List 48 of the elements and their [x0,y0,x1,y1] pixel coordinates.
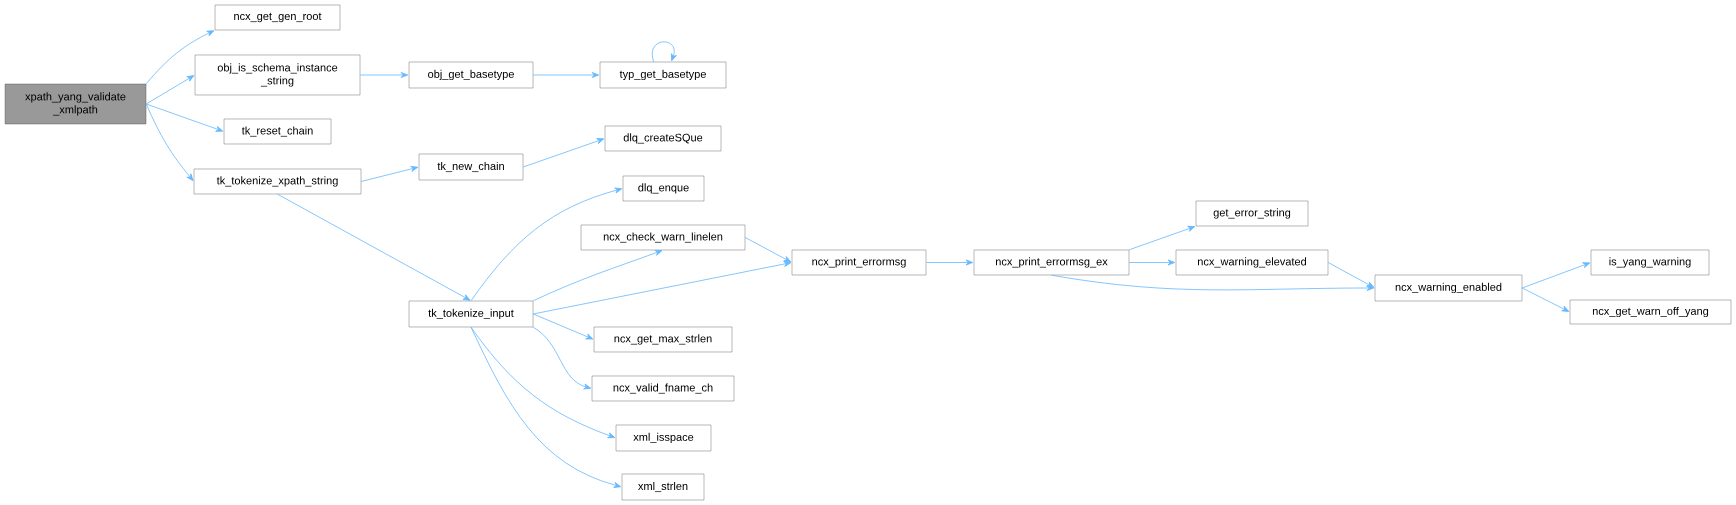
function-box: tk_tokenize_xpath_string [193,168,362,195]
arrow [1128,225,1196,251]
arrow [744,237,792,263]
function-box: tk_tokenize_input [408,300,534,328]
arrow [532,261,792,315]
arrow [470,326,616,439]
function-box: get_error_string [1195,200,1309,227]
function-box: tk_reset_chain [223,118,332,145]
arrow [145,30,215,85]
function-box: xml_isspace [615,424,712,452]
arrow [532,250,663,302]
arrow [470,326,622,488]
function-box: ncx_warning_enabled [1374,274,1523,302]
arrow [1521,287,1570,312]
arrow [1128,259,1176,266]
function-box: ncx_get_max_strlen [593,326,733,353]
arrow [145,103,224,132]
arrow [470,187,623,302]
function-box: ncx_valid_fname_ch [591,375,735,402]
arrow [145,103,194,182]
arrow [360,165,419,182]
arrow [145,75,195,105]
function-box: xpath_yang_validate _xmlpath [4,83,147,125]
function-box: ncx_print_errormsg [791,249,927,276]
function-box: dlq_createSQue [604,125,722,152]
function-box: ncx_print_errormsg_ex [973,249,1130,276]
function-box: ncx_get_gen_root [214,4,341,31]
function-box: dlq_enque [622,175,705,202]
function-box: ncx_check_warn_linelen [580,224,746,251]
arrow [532,313,594,340]
function-box: obj_get_basetype [408,61,534,89]
function-box: is_yang_warning [1590,249,1710,276]
arrow [1521,262,1591,289]
function-box: xml_strlen [621,473,705,501]
arrow [532,326,592,390]
arrow [359,72,409,78]
arrow [1051,274,1375,291]
function-box: ncx_warning_elevated [1175,249,1329,276]
function-box: obj_is_schema_instance _string [194,54,361,96]
function-box: tk_new_chain [418,153,524,181]
arrow [532,72,600,78]
arrow [277,193,471,301]
arrow [522,138,605,168]
function-box: typ_get_basetype [599,61,727,89]
arrow [651,41,677,63]
arrow [1327,262,1375,288]
arrow [925,259,974,266]
function-box: ncx_get_warn_off_yang [1569,299,1732,325]
